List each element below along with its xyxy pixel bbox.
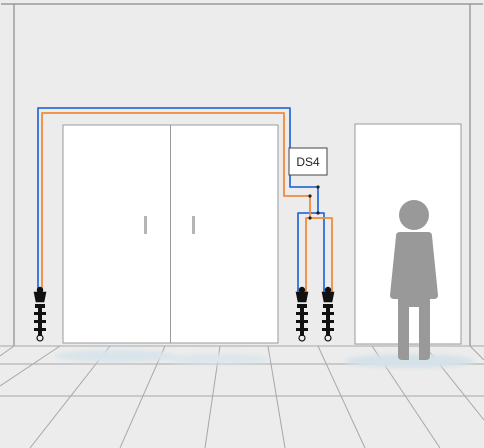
ds4-label: DS4 (296, 155, 320, 169)
water-puddle-right (345, 354, 475, 368)
pipe-blue (37, 107, 325, 294)
person-silhouette (390, 200, 438, 360)
person-body (390, 232, 438, 360)
door-handle-left (144, 216, 147, 234)
water-puddles (55, 350, 475, 368)
room-frame (1, 3, 483, 346)
person-head (399, 200, 429, 230)
water-sensor-right (321, 286, 335, 342)
double-door (62, 124, 279, 344)
water-sensor-middle (295, 286, 309, 342)
door-handle-right (192, 216, 195, 234)
water-sensor-left (33, 286, 47, 342)
ds4-control-box: DS4 (288, 147, 328, 176)
pipe-junctions (308, 185, 320, 220)
floor (0, 345, 484, 448)
water-puddle-center (166, 354, 270, 364)
water-puddle-left (55, 350, 175, 362)
